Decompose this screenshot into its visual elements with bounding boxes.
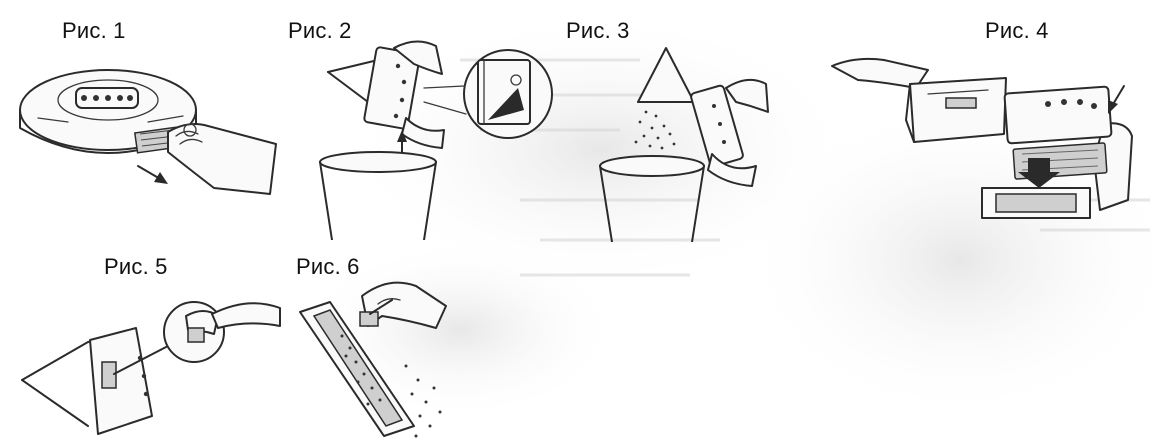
zoom-circle-icon bbox=[424, 50, 552, 138]
hand-icon bbox=[168, 124, 276, 194]
arrow-pointer-icon bbox=[1108, 86, 1124, 114]
figure-4-illustration bbox=[828, 50, 1148, 220]
figure-1-caption: Рис. 1 bbox=[62, 18, 126, 44]
waste-cup-icon bbox=[320, 152, 436, 240]
figure-5-illustration bbox=[18, 286, 288, 442]
figure-6-illustration bbox=[296, 276, 486, 442]
figure-3-illustration bbox=[596, 42, 796, 242]
dust-bin-icon bbox=[22, 328, 152, 434]
figure-4-caption: Рис. 4 bbox=[985, 18, 1049, 44]
figure-2-illustration bbox=[318, 30, 558, 240]
dust-bin-icon bbox=[1004, 86, 1111, 143]
hand-icon bbox=[360, 283, 446, 328]
zoom-circle-icon bbox=[164, 302, 280, 362]
filter-outline-icon bbox=[982, 188, 1090, 218]
dust-particles-icon bbox=[635, 111, 676, 150]
dust-bin-icon bbox=[638, 48, 744, 167]
filter-icon bbox=[300, 302, 414, 436]
figure-5-caption: Рис. 5 bbox=[104, 254, 168, 280]
figure-1-illustration bbox=[18, 48, 278, 198]
waste-cup-icon bbox=[600, 156, 704, 242]
arrow-pull-icon bbox=[138, 166, 168, 184]
dust-bin-lid-icon bbox=[906, 78, 1006, 142]
figure-3-caption: Рис. 3 bbox=[566, 18, 630, 44]
